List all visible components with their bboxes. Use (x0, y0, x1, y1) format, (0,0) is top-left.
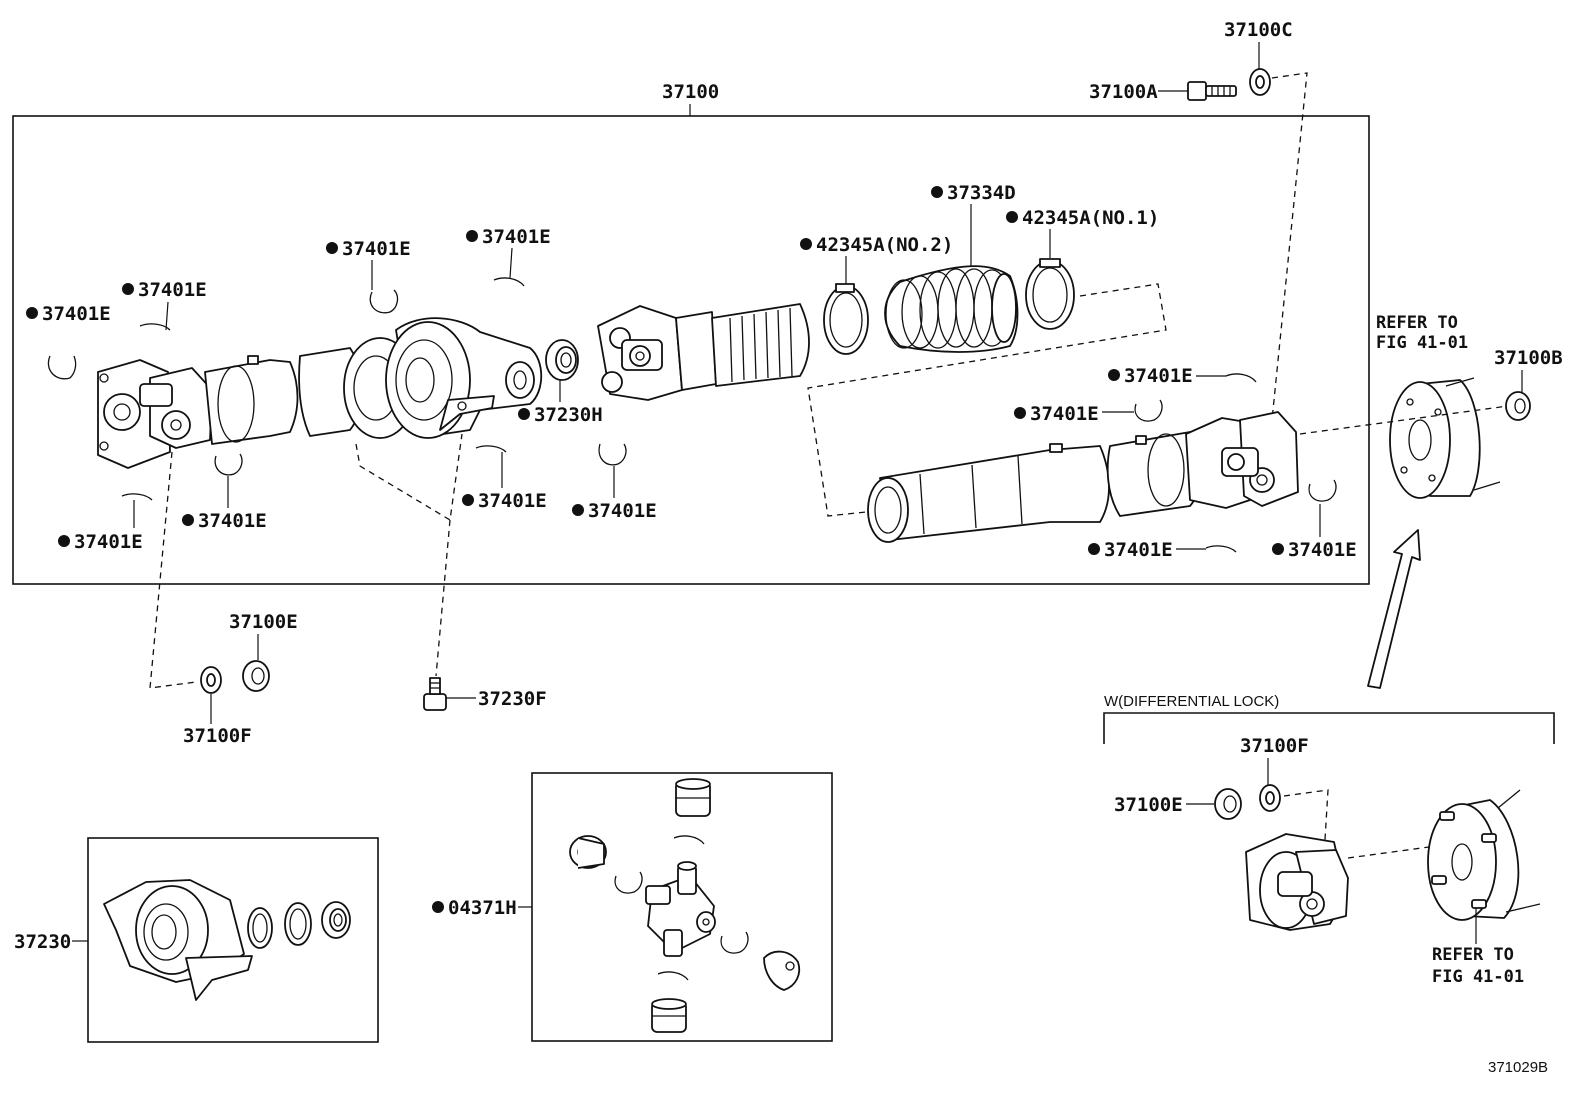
slip-yoke-front (597, 305, 717, 401)
spline-shaft (711, 303, 810, 387)
label-37100A: 37100A (1089, 81, 1158, 103)
label-diff-37100F: 37100F (1240, 735, 1309, 757)
label-04371H: 04371H (448, 897, 517, 919)
snap-ring-icons (47, 277, 1337, 553)
diff-washer-dashline (1283, 789, 1329, 857)
rear-flange-yoke (1185, 411, 1299, 509)
marker-dot (1108, 369, 1120, 381)
label-37100C: 37100C (1224, 19, 1293, 41)
bolt-37100A (1187, 81, 1237, 101)
center-bearing-assembly (343, 317, 543, 439)
label-37230H: 37230H (534, 404, 603, 426)
refer-to-top-2: FIG 41-01 (1376, 333, 1468, 353)
marker-dot (1088, 543, 1100, 555)
marker-dot (1006, 211, 1018, 223)
nut-37100E (242, 660, 270, 692)
diff-flange-studs (1427, 789, 1541, 921)
snap-ring-leader-4 (509, 247, 513, 279)
clamp-no2 (823, 283, 869, 355)
center-bearing-part (103, 879, 253, 1001)
marker-dot (1014, 407, 1026, 419)
label-37401E-4: 37401E (482, 226, 551, 248)
washer-37100C (1249, 68, 1271, 96)
marker-dot (800, 238, 812, 250)
bearing-cup-bottom (651, 998, 687, 1033)
main-assembly-frame (12, 115, 1370, 585)
bearing-cup-left (569, 835, 607, 869)
front-shaft-tube (204, 347, 363, 445)
label-37230: 37230 (14, 931, 71, 953)
bearing-ring-1 (247, 907, 273, 949)
arrow-icon (1367, 529, 1421, 689)
label-42345A-no1: 42345A(NO.1) (1022, 207, 1159, 229)
label-37401E-9: 37401E (1124, 365, 1193, 387)
marker-dot (572, 504, 584, 516)
washer-37100F (200, 666, 222, 694)
label-37401E-2: 37401E (138, 279, 207, 301)
refer-to-top-1: REFER TO (1376, 313, 1458, 333)
snap-ring-leader-2 (165, 301, 169, 331)
marker-dot (122, 283, 134, 295)
spider-cross (645, 861, 716, 957)
clamp-no1 (1025, 258, 1075, 330)
label-37334D: 37334D (947, 182, 1016, 204)
flange-dashline (1299, 405, 1509, 435)
marker-dot (432, 901, 444, 913)
figure-id: 371029B (1488, 1059, 1548, 1076)
bolt-dashline (435, 519, 451, 677)
label-37401E-11: 37401E (1104, 539, 1173, 561)
label-37401E-3: 37401E (342, 238, 411, 260)
diff-lock-bracket (1103, 712, 1555, 744)
center-bearing-frame (87, 837, 379, 1043)
marker-dot (58, 535, 70, 547)
marker-dot (518, 408, 530, 420)
label-37401E-10: 37401E (1030, 403, 1099, 425)
label-42345A-no2: 42345A(NO.2) (816, 234, 953, 256)
label-37401E-8: 37401E (588, 500, 657, 522)
differential-flange (1389, 377, 1501, 499)
spider-snap-rings (614, 835, 749, 981)
diff-nut-37100E (1214, 788, 1242, 820)
diff-washer-37100F (1259, 784, 1281, 812)
refer-to-bottom-2: FIG 41-01 (1432, 967, 1524, 987)
marker-dot (26, 307, 38, 319)
bearing-cup-right (763, 950, 801, 991)
nut-37100B (1505, 391, 1531, 421)
label-37230F: 37230F (478, 688, 547, 710)
label-37401E-1: 37401E (42, 303, 111, 325)
bearing-cup-top (675, 778, 711, 817)
marker-dot (462, 494, 474, 506)
diff-flange-yoke (1245, 833, 1349, 931)
bolt-37230F (423, 677, 447, 711)
refer-to-bottom-1: REFER TO (1432, 945, 1514, 965)
marker-dot (326, 242, 338, 254)
center-bearing-dashline (355, 433, 463, 522)
rear-spline-sleeve (867, 443, 1110, 543)
marker-dot (466, 230, 478, 242)
boot-37334D (884, 265, 1019, 353)
marker-dot (931, 186, 943, 198)
label-37100B: 37100B (1494, 347, 1563, 369)
front-yoke-dashline (149, 451, 197, 689)
bearing-seal (321, 901, 351, 939)
label-37401E-6: 37401E (198, 510, 267, 532)
label-37401E-12: 37401E (1288, 539, 1357, 561)
washer-c-dashline (1271, 72, 1308, 421)
label-diff-37100E: 37100E (1114, 794, 1183, 816)
label-37100F: 37100F (183, 725, 252, 747)
bearing-ring-2 (284, 902, 312, 946)
bearing-37230H (545, 339, 579, 381)
label-37100: 37100 (662, 81, 719, 103)
label-37401E-5: 37401E (74, 531, 143, 553)
front-flange-yoke (97, 359, 213, 469)
marker-dot (1272, 543, 1284, 555)
diff-lock-label: W(DIFFERENTIAL LOCK) (1104, 693, 1279, 710)
label-37401E-7: 37401E (478, 490, 547, 512)
marker-dot (182, 514, 194, 526)
label-37100E: 37100E (229, 611, 298, 633)
